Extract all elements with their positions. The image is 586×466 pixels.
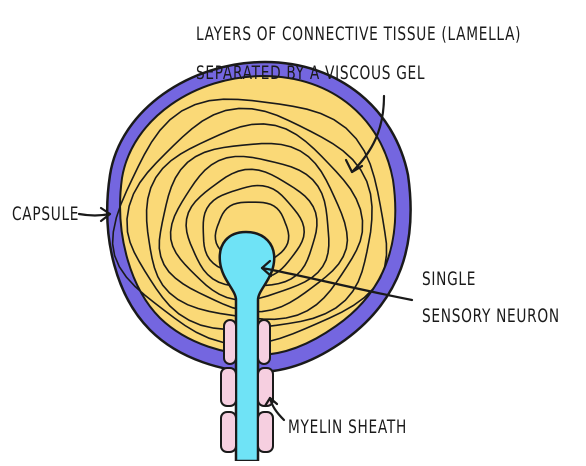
myelin-segment-6 — [258, 412, 273, 452]
myelin-segment-1 — [224, 320, 236, 364]
lamella-label-line-2: SEPARATED BY A VISCOUS GEL — [196, 64, 425, 83]
lamella-label-line-1: LAYERS OF CONNECTIVE TISSUE (LAMELLA) — [196, 25, 521, 44]
neuron-label-line-1: SINGLE — [422, 270, 476, 289]
capsule-label: CAPSULE — [12, 205, 79, 224]
myelin-segment-3 — [221, 368, 236, 406]
myelin-label: MYELIN SHEATH — [288, 418, 407, 437]
neuron-label-line-2: SENSORY NEURON — [422, 307, 560, 326]
myelin-segment-5 — [221, 412, 236, 452]
myelin-segment-2 — [258, 320, 270, 364]
capsule-pointer-arrow — [79, 214, 110, 216]
